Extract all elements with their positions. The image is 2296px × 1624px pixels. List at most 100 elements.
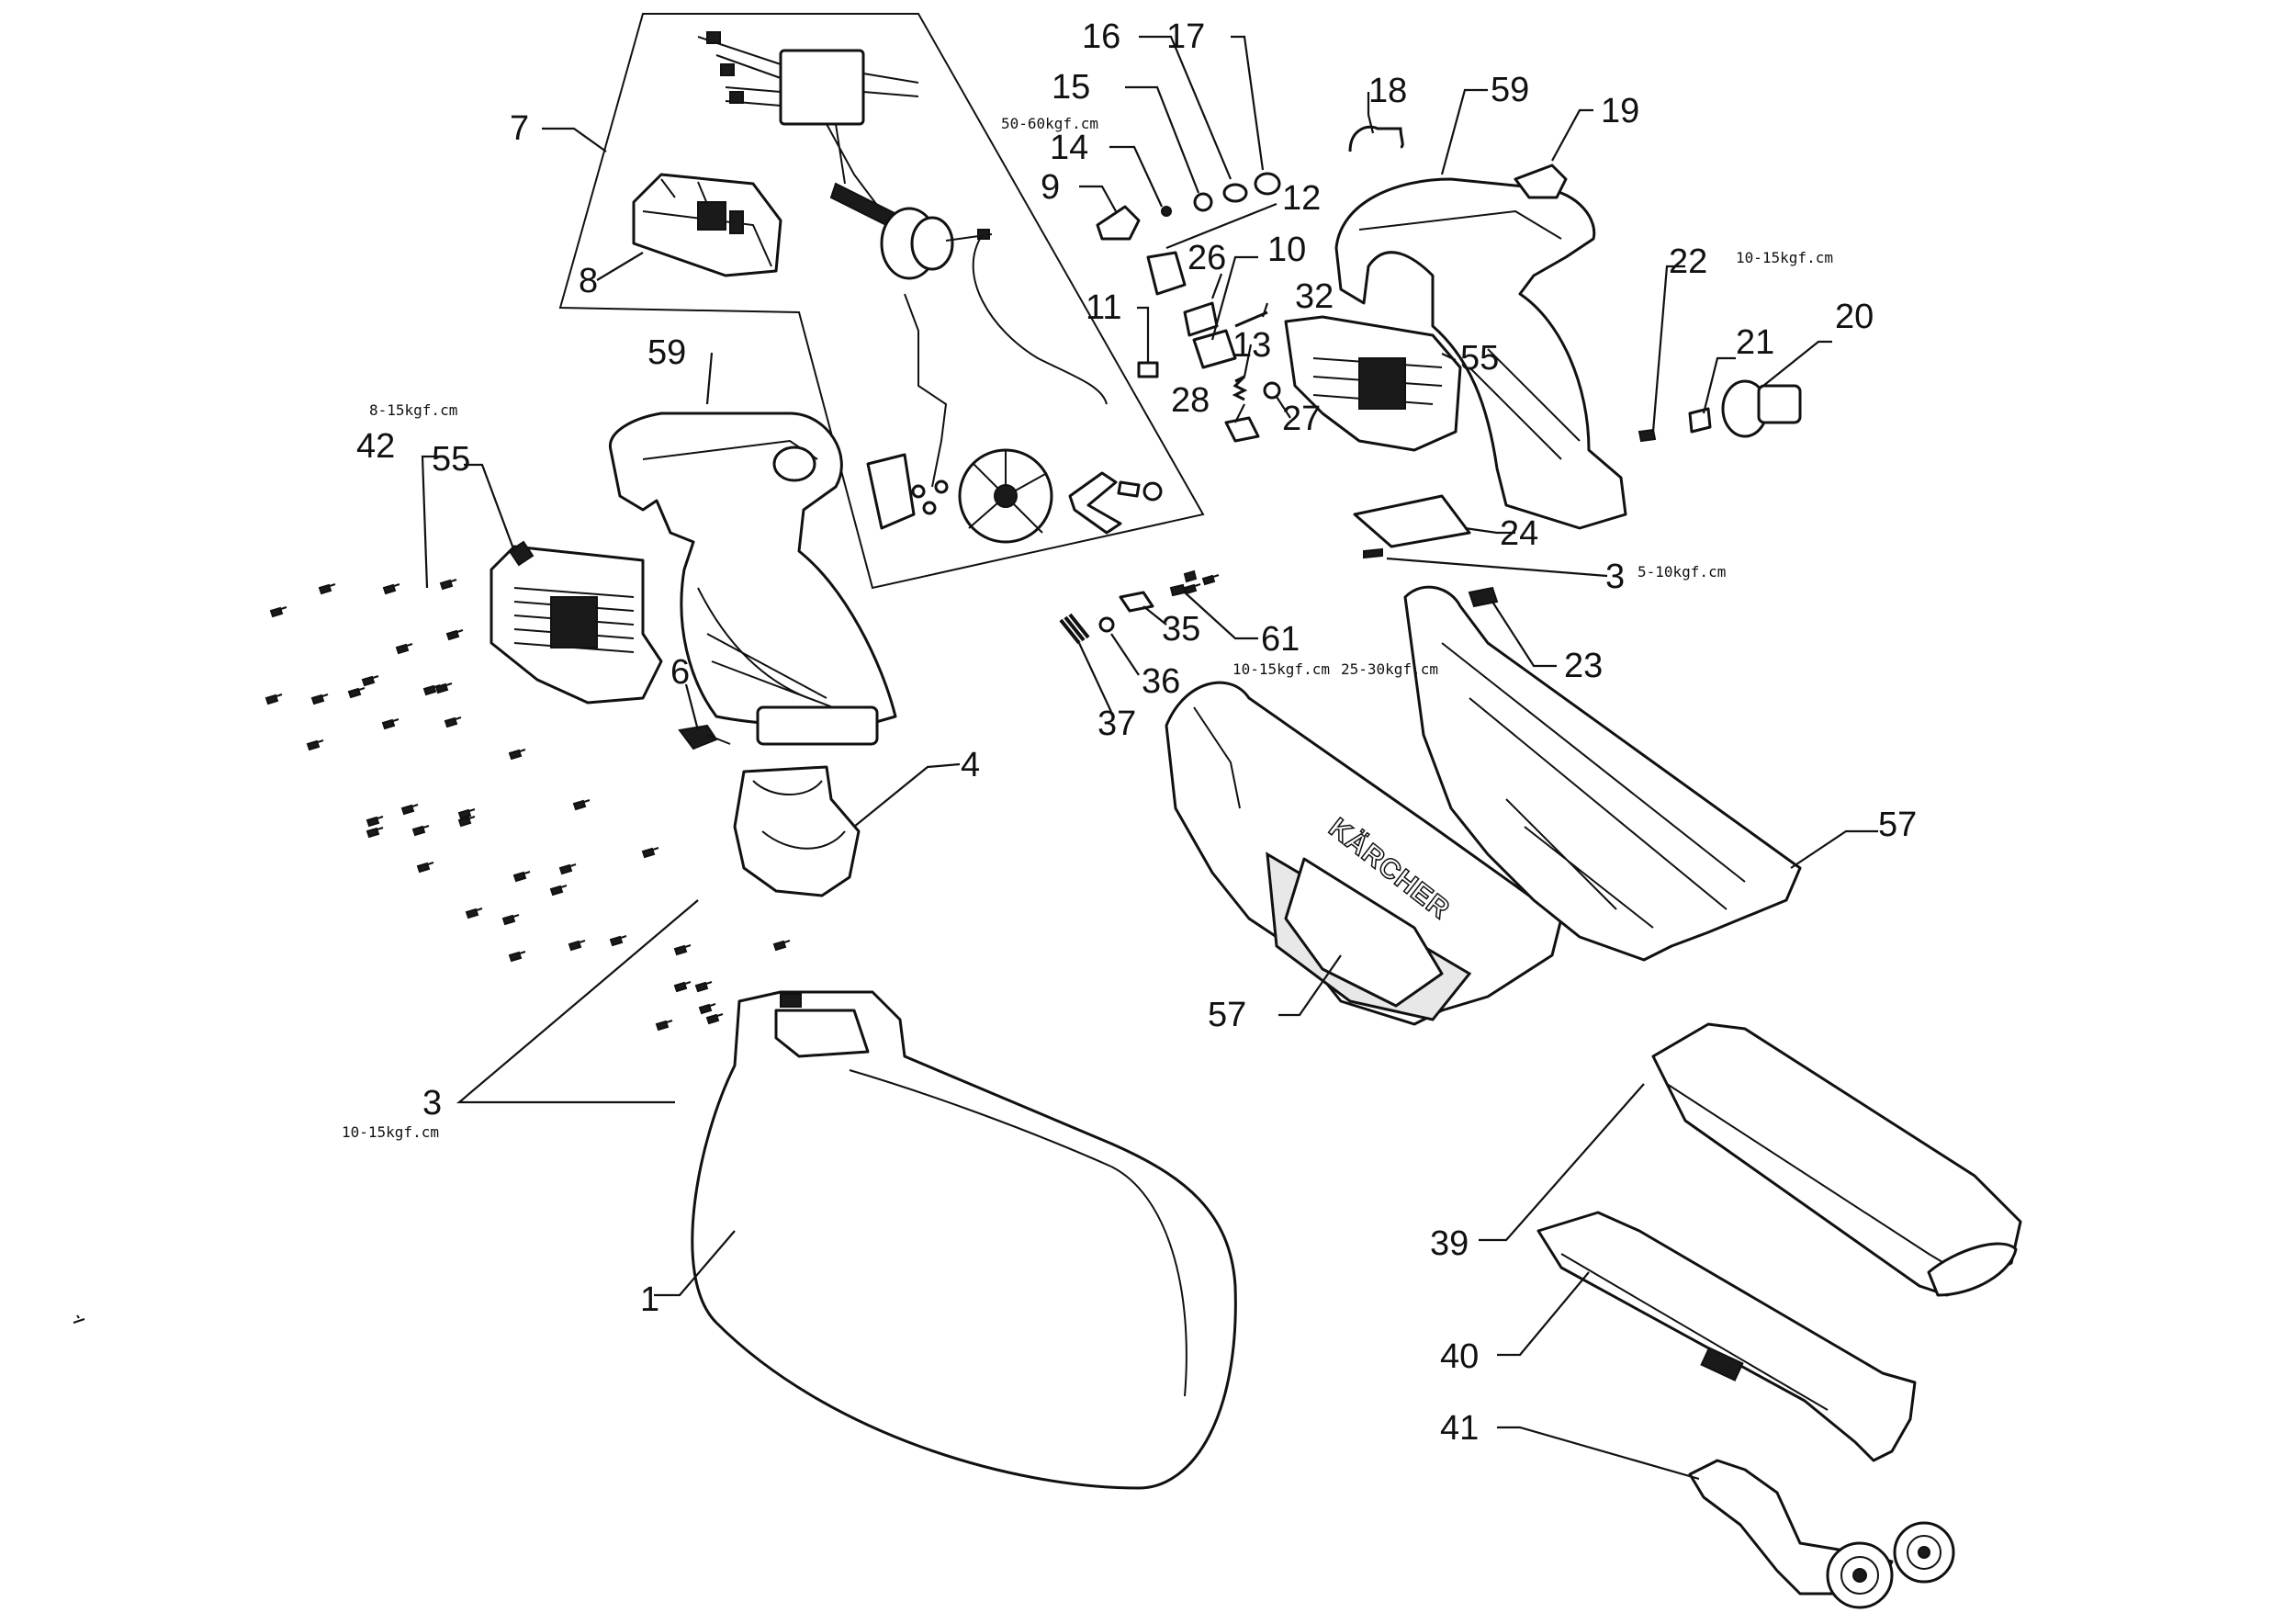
callout-1: 1 (640, 1280, 659, 1319)
motor-assembly-group (558, 13, 1205, 590)
wiring-harness (697, 31, 919, 212)
screw (445, 629, 464, 641)
housing-right-half (1334, 177, 1627, 530)
screw (512, 871, 531, 883)
stray-mark (73, 1314, 85, 1324)
screw (508, 951, 526, 963)
callout-26: 26 (1187, 239, 1226, 277)
callout-3: 3 (1605, 558, 1625, 596)
knob-19 (1514, 164, 1568, 199)
screw (411, 825, 430, 837)
screw (568, 940, 586, 952)
callout-23: 23 (1564, 647, 1603, 685)
screw (439, 579, 457, 591)
screw (549, 885, 568, 897)
callout-42: 42 (356, 427, 395, 466)
collection-bag (691, 990, 1237, 1490)
callout-59: 59 (647, 333, 686, 372)
callout-32: 32 (1295, 277, 1334, 316)
screw (558, 863, 577, 875)
screw (347, 687, 366, 699)
nut-20 (1721, 379, 1802, 438)
callout-8: 8 (579, 262, 598, 300)
callout-55: 55 (432, 440, 470, 479)
callout-14: 14 (1050, 129, 1088, 167)
battery-compartment-left (490, 540, 663, 705)
torque-spec: 10-15kgf.cm (1736, 249, 1833, 266)
torque-spec: 10-15kgf.cm (1232, 660, 1330, 678)
screw (400, 804, 419, 816)
torque-specs: 50-60kgf.cm 10-15kgf.cm 8-15kgf.cm 5-10k… (342, 115, 1833, 1141)
screw (416, 862, 434, 874)
callout-57: 57 (1878, 806, 1917, 844)
callout-18: 18 (1368, 72, 1407, 110)
fan-assembly (866, 448, 1163, 544)
screw (609, 935, 627, 947)
callout-10: 10 (1267, 231, 1306, 269)
callout-37: 37 (1097, 705, 1136, 743)
screw (444, 716, 462, 728)
screw (673, 981, 692, 993)
callout-11: 11 (1086, 288, 1121, 327)
screw (1201, 574, 1220, 586)
callout-6: 6 (670, 653, 690, 692)
screw (264, 694, 283, 705)
clip-21 (1688, 407, 1712, 434)
screw (434, 682, 453, 694)
callout-55: 55 (1460, 339, 1499, 378)
callout-16: 16 (1082, 17, 1120, 56)
screw (457, 808, 476, 820)
callout-21: 21 (1736, 323, 1774, 362)
screw (318, 583, 336, 595)
callout-20: 20 (1835, 298, 1874, 336)
screw (382, 583, 400, 595)
screw (310, 694, 329, 705)
nozzle-39 (1651, 1022, 2022, 1297)
callout-13: 13 (1232, 326, 1271, 365)
screw (698, 1003, 716, 1015)
screw (395, 643, 413, 655)
callout-27: 27 (1282, 400, 1321, 438)
callout-24: 24 (1500, 514, 1538, 553)
cable (972, 233, 1108, 405)
callout-28: 28 (1171, 381, 1210, 420)
screw (269, 606, 287, 618)
housing-left-half (609, 412, 897, 746)
screw (361, 675, 379, 687)
screw (673, 944, 692, 956)
callout-59: 59 (1491, 71, 1529, 109)
callout-41: 41 (1440, 1409, 1479, 1448)
callout-15: 15 (1052, 68, 1090, 107)
torque-spec: 5-10kgf.cm (1638, 563, 1726, 581)
screw (572, 799, 591, 811)
callout-4: 4 (961, 746, 980, 784)
cable (904, 293, 948, 488)
plate-24 (1353, 494, 1471, 548)
screw (381, 718, 400, 730)
callout-19: 19 (1601, 92, 1639, 130)
screw (508, 749, 526, 761)
callout-40: 40 (1440, 1337, 1479, 1376)
electronics-cover (1284, 315, 1462, 452)
callout-35: 35 (1162, 610, 1200, 648)
screw (772, 940, 791, 952)
callout-labels: 1 3 3 4 6 7 8 9 10 11 12 13 14 15 16 17 … (356, 17, 1917, 1448)
small-parts (1096, 125, 1404, 443)
spring-37 (1059, 613, 1090, 645)
screw (1183, 583, 1201, 595)
torque-spec: 8-15kgf.cm (369, 401, 457, 419)
latch-35 (1119, 591, 1154, 613)
screw-22 (1638, 428, 1657, 443)
callout-61: 61 (1261, 620, 1300, 659)
washer-36 (1098, 616, 1115, 633)
screw (366, 827, 384, 839)
callout-12: 12 (1282, 179, 1321, 218)
torque-spec: 50-60kgf.cm (1001, 115, 1098, 132)
screw (641, 847, 659, 859)
callout-22: 22 (1669, 242, 1707, 281)
lever-6 (678, 724, 731, 750)
thumbscrew-23 (1468, 586, 1499, 608)
callout-39: 39 (1430, 1224, 1469, 1263)
callout-17: 17 (1166, 17, 1205, 56)
